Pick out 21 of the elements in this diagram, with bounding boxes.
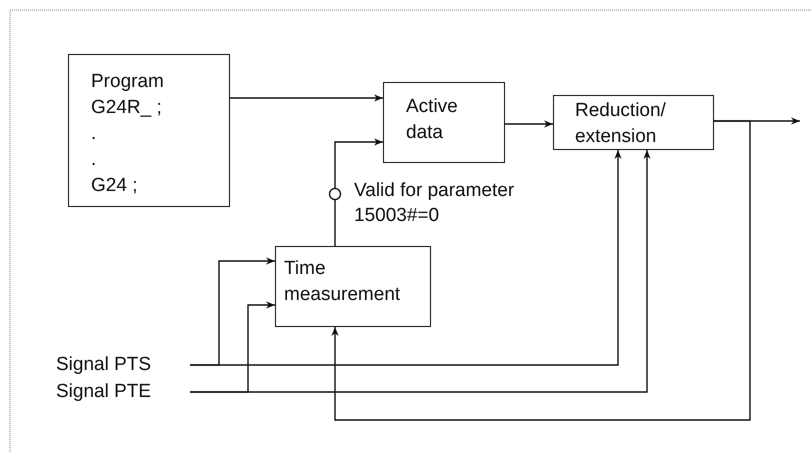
box-label: .	[91, 148, 98, 172]
box-label: Program	[91, 70, 165, 94]
box-label: .	[91, 122, 98, 146]
arrow	[334, 138, 383, 246]
arrow	[230, 94, 383, 102]
box-label: G24 ;	[91, 174, 138, 198]
process-box	[68, 54, 230, 207]
process-box	[553, 95, 714, 150]
arrow	[190, 150, 651, 393]
signal-label: Signal PTS	[56, 353, 152, 377]
arrow	[505, 120, 553, 128]
signal-label: Signal PTE	[56, 380, 152, 404]
box-label: Time measurement	[284, 257, 402, 307]
process-box	[275, 246, 431, 327]
condition-note: Valid for parameter 15003#=0	[354, 179, 516, 228]
box-label: Active data	[406, 95, 459, 145]
arrow	[190, 150, 622, 366]
box-label: Reduction/ extension	[575, 99, 667, 149]
arrow	[331, 120, 751, 421]
box-label: G24R_ ;	[91, 96, 163, 120]
process-box	[383, 82, 505, 163]
